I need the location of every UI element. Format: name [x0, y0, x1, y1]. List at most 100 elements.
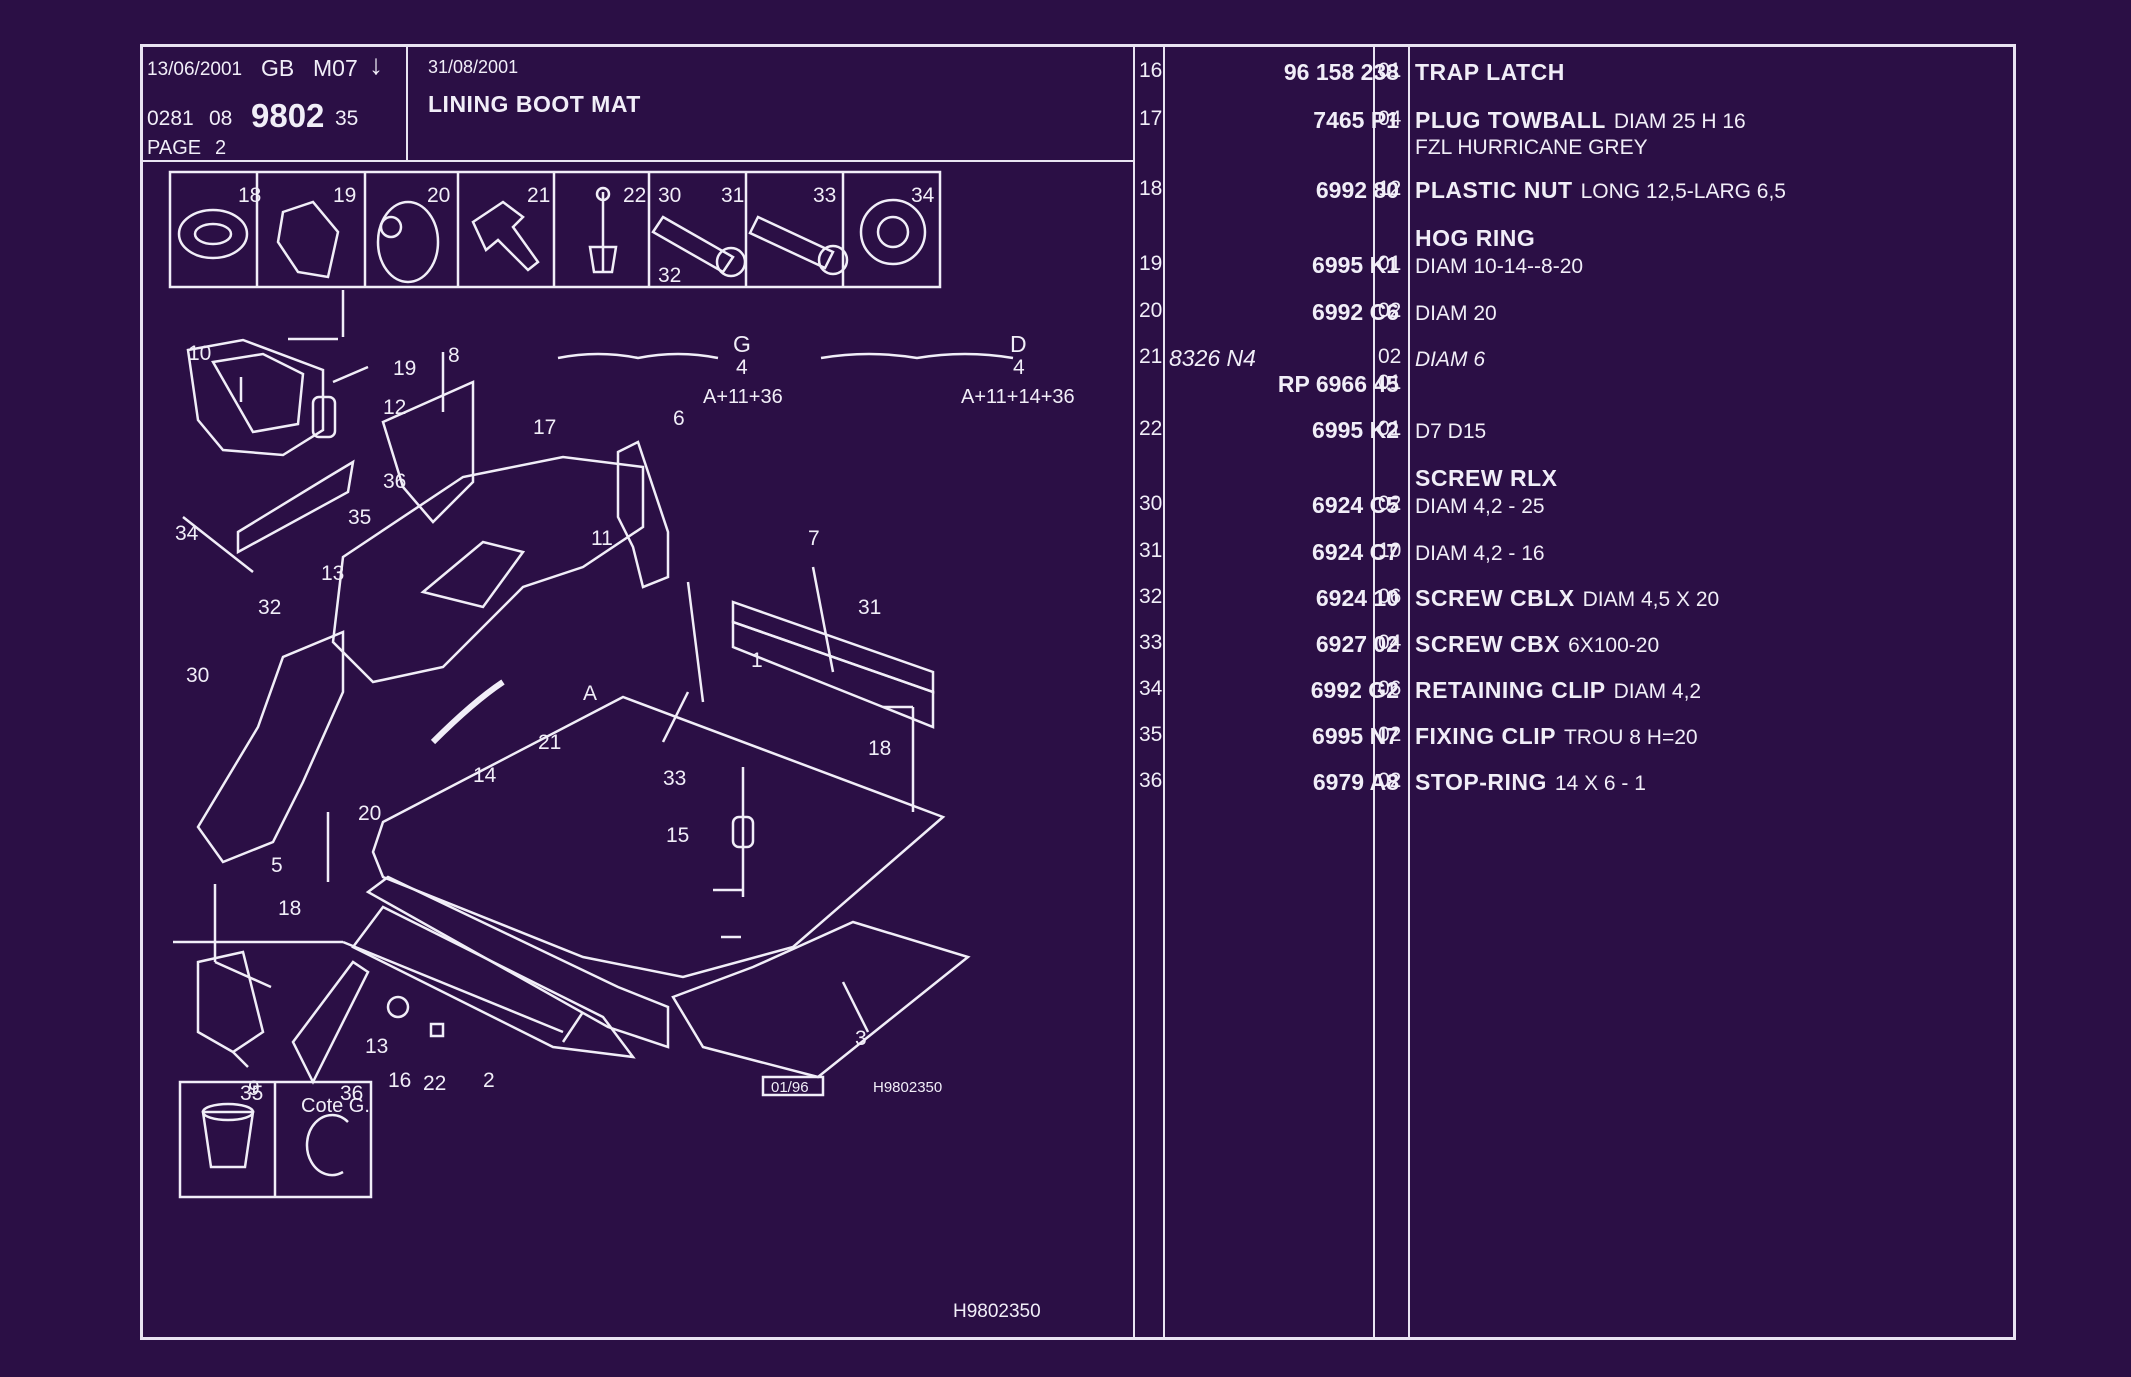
part-quantity: 10 [1378, 539, 1402, 562]
callout-3: 3 [855, 1027, 867, 1050]
code-main: 9802 [251, 97, 325, 134]
clip-disc-thumb [376, 200, 440, 284]
callout-19: 19 [393, 357, 416, 380]
part-name: PLASTIC NUT [1415, 177, 1573, 203]
part-quantity: 02 [1378, 769, 1402, 792]
callout-2: 2 [483, 1069, 495, 1092]
part-number: 6992 80 [1315, 177, 1399, 203]
callout-1: 1 [751, 649, 763, 672]
stamp-date: 01/96 [771, 1079, 809, 1096]
part-detail: DIAM 20 [1415, 302, 1497, 325]
part-number: 6924 C7 [1312, 539, 1399, 565]
part-quantity: 01 [1378, 417, 1402, 440]
part-quantity: 01 [1378, 252, 1402, 275]
part-number: RP 6966 45 [1277, 371, 1399, 397]
callout-17: 17 [533, 416, 556, 439]
part-ref: 21 [1139, 345, 1163, 368]
callout-18: 18 [868, 737, 891, 760]
part-number: 6992 G2 [1310, 677, 1399, 703]
boot-mat-part-1 [371, 695, 946, 979]
group-d-letter: D [1010, 331, 1027, 357]
part-ref: 17 [1139, 107, 1163, 130]
stamp-box [761, 1075, 825, 1097]
callout-13b: 13 [365, 1035, 388, 1058]
thumb-label-30: 30 [658, 184, 681, 207]
model-code: M07 [313, 55, 358, 81]
thumb-label-22: 22 [623, 184, 646, 207]
bracket-part-6 [616, 440, 670, 589]
thumb-label-34: 34 [911, 184, 935, 207]
part-15 [731, 815, 755, 849]
mat-part-8 [381, 380, 475, 524]
side-trim-part-9 [196, 950, 265, 1054]
side-panel-part-A [331, 455, 645, 684]
part-number: 6924 10 [1315, 585, 1399, 611]
arrow-down-icon: ↓ [369, 49, 383, 80]
part-name: HOG RING [1415, 225, 1536, 251]
callout-36: 36 [383, 470, 406, 493]
code-prefix: 0281 [147, 107, 194, 130]
part-number: 6992 C6 [1312, 299, 1399, 325]
part-description: DIAM 4,2 - 25 [1415, 492, 1545, 519]
diagram-ref-small: H9802350 [873, 1079, 942, 1096]
callout-32: 32 [258, 596, 281, 619]
part-ref: 35 [1139, 723, 1163, 746]
part-name: PLUG TOWBALL [1415, 107, 1606, 133]
retaining-clip-thumb [859, 198, 927, 266]
thumb-label-18: 18 [238, 184, 261, 207]
date-issued: 13/06/2001 [147, 59, 243, 80]
page-title: LINING BOOT MAT [428, 91, 641, 117]
part-number: 6927 02 [1315, 631, 1399, 657]
callout-31: 31 [858, 596, 881, 619]
callout-33: 33 [663, 767, 686, 790]
part-name: SCREW CBX [1415, 631, 1561, 657]
part-description: HOG RING [1415, 225, 1543, 252]
part-description: DIAM 10-14--8-20 [1415, 252, 1583, 279]
callout-13: 13 [321, 562, 344, 585]
part-detail: DIAM 10-14--8-20 [1415, 255, 1584, 278]
part-quantity: 01 [1378, 371, 1402, 394]
hog-ring-thumb [276, 200, 340, 279]
part-16 [386, 995, 410, 1019]
strip-part-13b [291, 960, 370, 1085]
exploded-diagram: 18 19 20 21 22 30 31 33 34 32 G 4 A+11+3… [143, 162, 1133, 1340]
part-description: D7 D15 [1415, 417, 1486, 444]
diagram-ref-bottom: H9802350 [953, 1301, 1041, 1322]
sill-strip-part-7 [731, 600, 935, 694]
page-number: 2 [215, 137, 227, 159]
callout-30: 30 [186, 664, 209, 687]
part-number: 96 158 238 [1283, 59, 1399, 85]
part-detail: 14 X 6 - 1 [1554, 772, 1646, 795]
part-description: DIAM 4,2 - 16 [1415, 539, 1545, 566]
callout-20: 20 [358, 802, 381, 825]
part-ref: 19 [1139, 252, 1163, 275]
callout-18b: 18 [278, 897, 301, 920]
part-name: SCREW CBLX [1415, 585, 1575, 611]
part-detail: LONG 12,5-LARG 6,5 [1580, 180, 1786, 203]
part-quantity: 04 [1378, 107, 1402, 130]
part-ref: 20 [1139, 299, 1163, 322]
thumb-label-19: 19 [333, 184, 356, 207]
thumb-label-33: 33 [813, 184, 836, 207]
group-g-formula: A+11+36 [703, 386, 783, 408]
part-detail: DIAM 4,5 X 20 [1582, 588, 1720, 611]
callout-8: 8 [448, 344, 460, 367]
part-quantity: 12 [1378, 177, 1402, 200]
push-clip-thumb [471, 200, 540, 272]
part-detail: D7 D15 [1415, 420, 1487, 443]
handle-part-14 [430, 679, 505, 745]
date-revised: 31/08/2001 [428, 57, 519, 77]
part-number: 6924 C5 [1312, 492, 1399, 518]
part-ref: 18 [1139, 177, 1163, 200]
part-description: PLASTIC NUT LONG 12,5-LARG 6,5 [1415, 177, 1786, 204]
rear-mat-part-3 [671, 920, 971, 1079]
part-detail: DIAM 4,2 - 16 [1415, 542, 1545, 565]
part-description: DIAM 6 [1415, 345, 1485, 372]
callout-A: A [583, 682, 597, 705]
part-description: DIAM 20 [1415, 299, 1497, 326]
part-22 [429, 1022, 445, 1038]
